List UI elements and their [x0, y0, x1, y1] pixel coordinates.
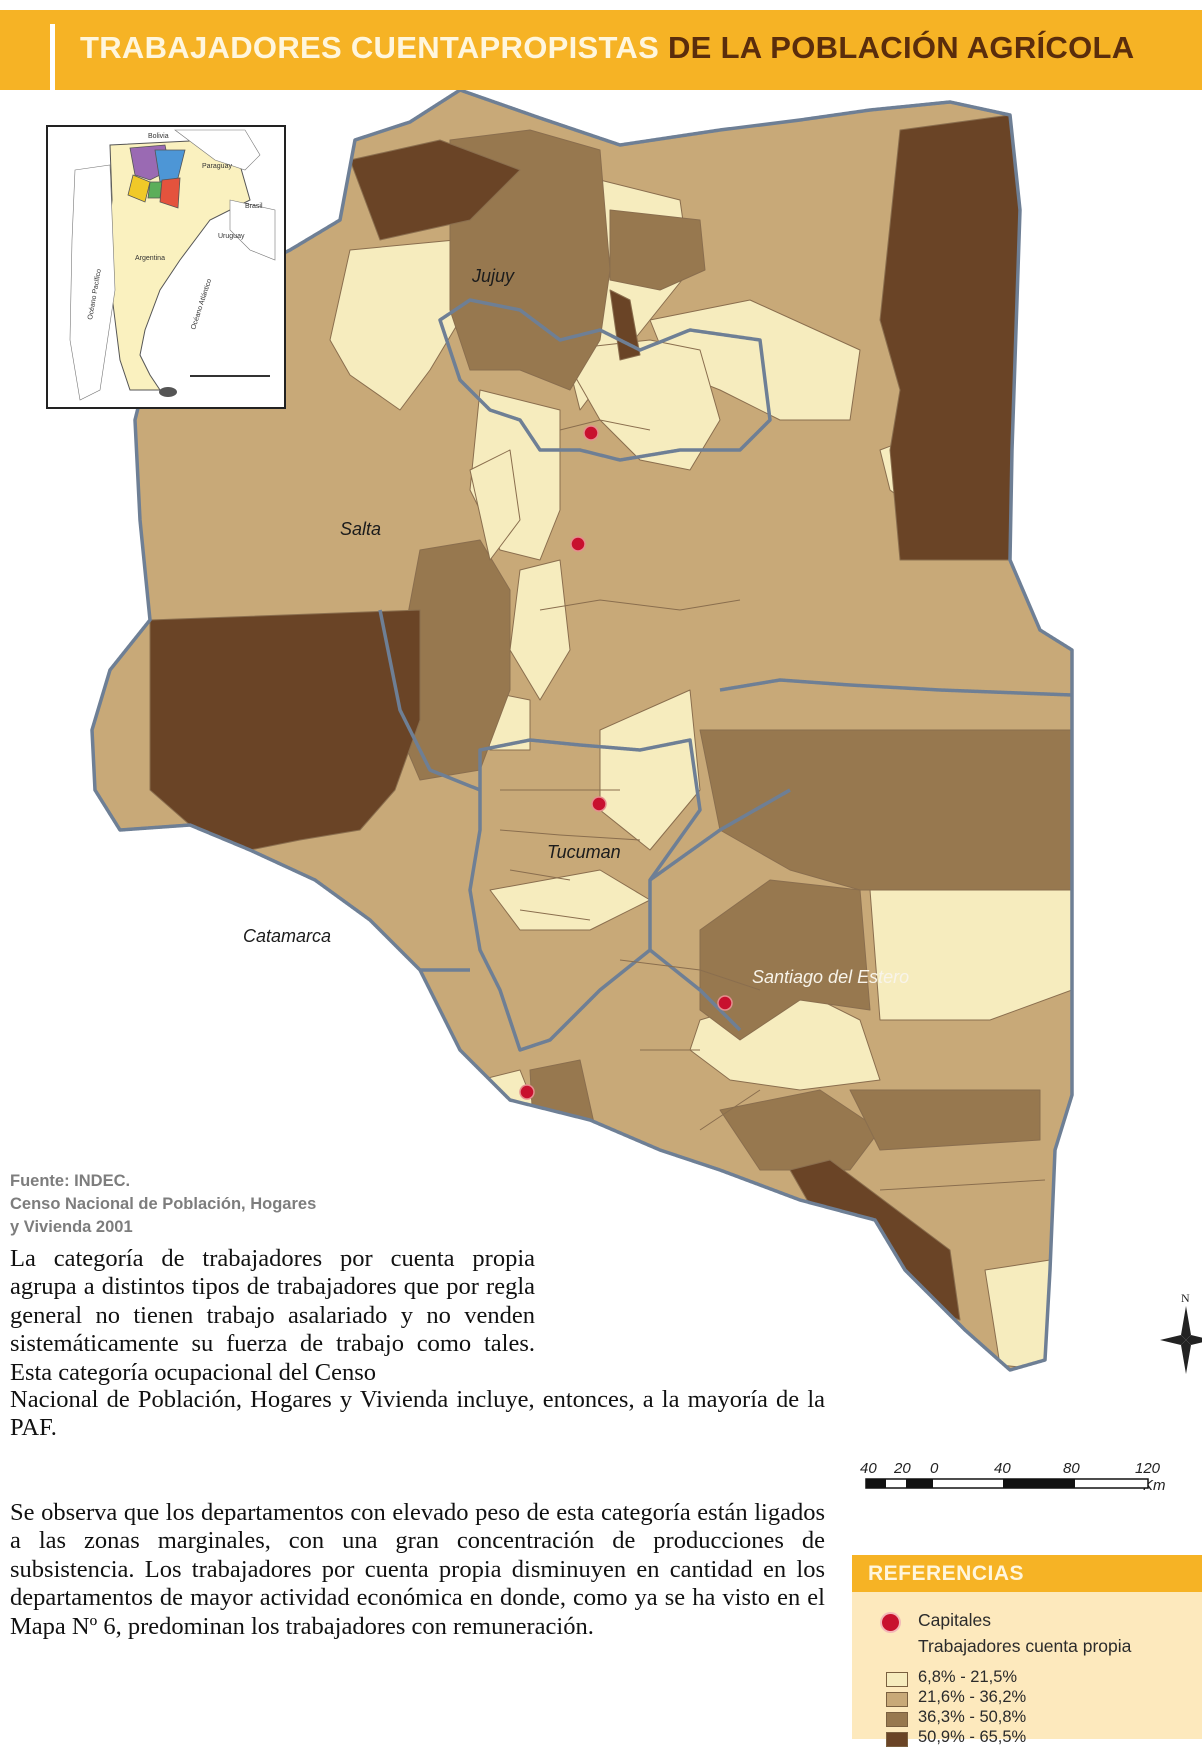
dept-lines — [499, 419, 1046, 1191]
body-paragraph-2: Nacional de Población, Hogares y Viviend… — [10, 1386, 825, 1442]
dept-light-15 — [509, 559, 571, 701]
source-line-2: Censo Nacional de Población, Hogares — [10, 1195, 317, 1213]
title-accent: TRABAJADORES CUENTAPROPISTAS — [80, 30, 660, 65]
dept-dark-5 — [529, 1149, 581, 1271]
dept-dark-1 — [349, 139, 521, 241]
border-jujuy — [438, 298, 772, 462]
inset-label-paraguay: Paraguay — [202, 163, 232, 170]
north-arrow-icon: N — [1160, 1291, 1202, 1374]
dept-dark-4 — [149, 609, 421, 851]
legend-subtitle: Trabajadores cuenta propia — [918, 1636, 1132, 1656]
dept-light-13 — [984, 1259, 1051, 1370]
source-line-3: y Vivienda 2001 — [10, 1218, 133, 1236]
capital-tucuman — [591, 796, 607, 812]
dept-light-10 — [869, 889, 1072, 1021]
scale-tick-3: 40 — [994, 1460, 1011, 1477]
legend-class-2-label: 21,6% - 36,2% — [918, 1688, 1027, 1706]
dept-mid-8 — [849, 1089, 1041, 1151]
inset-label-bolivia: Bolivia — [148, 133, 169, 140]
province-label-tucuman: Tucuman — [547, 842, 621, 862]
scale-bar: 40 20 0 40 80 120 Km — [860, 1460, 1166, 1494]
legend-swatch-list: 6,8% - 21,5% 21,6% - 36,2% 36,3% - 50,8%… — [852, 1592, 1202, 1747]
scale-tick-1: 20 — [893, 1460, 911, 1477]
province-label-jujuy: Jujuy — [471, 266, 515, 286]
capital-jujuy — [583, 425, 599, 441]
page-title: TRABAJADORES CUENTAPROPISTAS DE LA POBLA… — [80, 30, 1134, 66]
source-line-1: Fuente: INDEC. — [10, 1172, 131, 1190]
dept-light-14 — [469, 449, 521, 561]
dept-mid-6 — [699, 879, 871, 1041]
legend-title: REFERENCIAS — [868, 1562, 1025, 1585]
inset-label-argentina: Argentina — [135, 255, 165, 262]
border-tucuman — [468, 738, 702, 1052]
dept-mid-7 — [719, 1089, 881, 1171]
capital-marker-icon — [882, 1614, 899, 1631]
scale-tick-0: 40 — [860, 1460, 877, 1477]
province-label-catamarca: Catamarca — [243, 926, 331, 946]
legend-class-3-label: 36,3% - 50,8% — [918, 1708, 1027, 1726]
capital-catamarca — [519, 1084, 535, 1100]
border-santiago — [648, 678, 1073, 1032]
north-label: N — [1181, 1291, 1190, 1305]
swatch-class-3 — [886, 1712, 908, 1727]
dept-mid-2 — [609, 209, 706, 291]
scale-tick-4: 80 — [1063, 1460, 1080, 1477]
inset-label-brasil: Brasil — [245, 203, 263, 210]
swatch-class-2 — [886, 1692, 908, 1707]
title-rule — [50, 24, 55, 90]
capital-salta — [570, 536, 586, 552]
dept-dark-3 — [879, 114, 1021, 561]
legend-class-1-label: 6,8% - 21,5% — [918, 1668, 1018, 1686]
border-outer — [90, 90, 1074, 1372]
capitals-layer — [519, 425, 733, 1100]
province-label-salta: Salta — [340, 519, 381, 539]
province-label-santiago: Santiago del Estero — [752, 967, 909, 987]
body-paragraph-3: Se observa que los departamentos con ele… — [10, 1499, 825, 1640]
inset-label-uruguay: Uruguay — [218, 233, 245, 240]
scale-tick-5: 120 — [1135, 1460, 1161, 1477]
legend-header: REFERENCIAS — [852, 1555, 1202, 1592]
border-catamarca — [378, 609, 481, 972]
swatch-class-1 — [886, 1672, 908, 1687]
body-paragraph-1: La categoría de trabajadores por cuenta … — [10, 1245, 535, 1386]
legend-panel: Capitales Trabajadores cuenta propia — [852, 1592, 1202, 1739]
legend-capitals-label: Capitales — [918, 1610, 991, 1630]
swatch-class-4 — [886, 1732, 908, 1747]
title-rest: DE LA POBLACIÓN AGRÍCOLA — [659, 30, 1135, 65]
legend-class-4-label: 50,9% - 65,5% — [918, 1728, 1027, 1746]
inset-map: Bolivia Paraguay Brasil Uruguay Argentin… — [46, 125, 286, 409]
capital-santiago — [717, 995, 733, 1011]
dept-light-9 — [489, 869, 651, 931]
scale-tick-2: 0 — [930, 1460, 939, 1477]
title-banner: TRABAJADORES CUENTAPROPISTAS DE LA POBLA… — [0, 10, 1202, 90]
source-note: Fuente: INDEC. Censo Nacional de Poblaci… — [10, 1170, 316, 1239]
choropleth-map: Jujuy Salta Tucuman Catamarca Santiago d… — [46, 90, 1202, 1374]
